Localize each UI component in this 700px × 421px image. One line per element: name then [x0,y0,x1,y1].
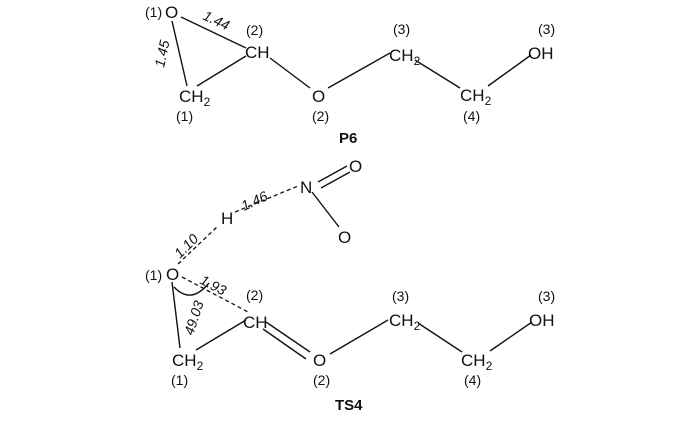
ts4-distance-o-h: 1.10 [171,230,202,261]
ts4-bond-c4-oh [489,321,533,352]
ts4-index-o2: (2) [313,372,330,388]
ts4-atom-oh: OH [529,311,555,330]
p6-index-c1: (1) [176,108,193,124]
ts4-hbond-o1-c2 [181,276,249,313]
p6-atom-ch2: CH2 [179,87,211,109]
ts4-bond-c2-o2-1 [265,321,311,353]
p6-bond-c2-o2 [269,57,311,89]
p6-atom-c3: CH2 [389,46,421,68]
p6-bond-o2-c3 [327,52,391,89]
ts4-structure: N O O H O CH CH2 O CH2 CH2 OH (1) (2) (1… [145,157,555,414]
ts4-bond-o2-c3 [329,319,389,355]
ts4-caption: TS4 [335,397,363,414]
p6-bond-o1-c1 [171,20,188,87]
p6-index-o1: (1) [145,4,162,20]
ts4-atom-h: H [221,209,233,228]
p6-index-c3: (3) [393,21,410,37]
ts4-index-c1: (1) [171,372,188,388]
ts4-bond-c1-c2 [195,319,247,351]
ts4-bond-n-o-bottom [311,191,340,228]
p6-index-o2: (2) [312,108,329,124]
ts4-bond-o1-c1 [171,281,181,349]
p6-caption: P6 [339,130,357,147]
ts4-atom-o1: O [166,265,179,284]
p6-atom-o1: O [165,3,178,22]
p6-bond-c1-c2 [196,55,247,87]
ts4-atom-n: N [300,178,312,197]
p6-atom-o2: O [312,87,325,106]
p6-bond-c3-c4 [414,59,461,89]
ts4-atom-c2: CH [243,313,268,332]
ts4-bond-c3-c4 [417,322,463,353]
ts4-index-oh: (3) [538,288,555,304]
ts4-index-c3: (3) [392,288,409,304]
ts4-atom-ch2: CH2 [172,351,204,373]
ts4-hbond-h-n [234,185,299,213]
p6-distance-o1-c1: 1.45 [151,38,172,68]
ts4-bond-n-o-top-2 [320,171,351,189]
p6-atom-c4: CH2 [460,86,492,108]
p6-atom-oh: OH [528,44,554,63]
p6-bond-c4-oh [487,54,532,87]
p6-atom-c2: CH [245,43,270,62]
ts4-atom-c4: CH2 [461,351,493,373]
ts4-angle-value: 49.03 [181,298,207,336]
ts4-distance-h-n: 1.46 [239,188,271,214]
ts4-atom-o-bottom: O [338,228,351,247]
p6-index-oh: (3) [538,21,555,37]
ts4-bond-c2-o2-2 [262,328,307,360]
ts4-hbond-o-h [177,225,219,265]
ts4-atom-o2: O [313,351,326,370]
ts4-distance-o-c: 1.93 [198,272,230,299]
p6-index-c4: (4) [463,108,480,124]
ts4-atom-c3: CH2 [389,311,421,333]
p6-bond-o1-c2 [180,16,247,49]
ts4-bond-n-o-top-1 [317,165,348,183]
ts4-index-c2: (2) [246,287,263,303]
p6-index-c2: (2) [246,22,263,38]
p6-structure: O CH CH2 O CH2 CH2 OH (1) (2) (1) (2) (3… [145,3,555,147]
ts4-index-o1: (1) [145,267,162,283]
ts4-angle-arc [173,282,210,296]
ts4-atom-o-top: O [349,157,362,176]
ts4-index-c4: (4) [464,372,481,388]
